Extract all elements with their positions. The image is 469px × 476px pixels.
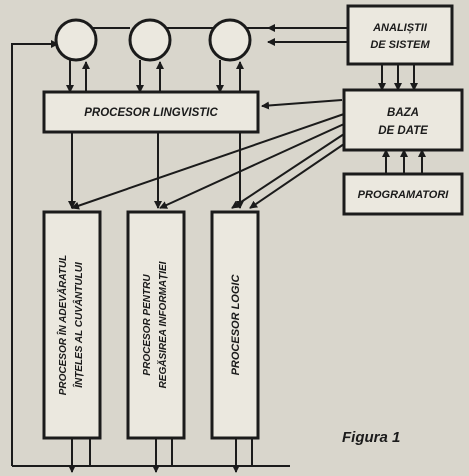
label-linguistic: PROCESOR LINGVISTIC [84, 107, 218, 119]
label-analysts-2: DE SISTEM [370, 39, 430, 51]
label-database-2: DE DATE [378, 125, 428, 137]
db-to-logic-line-b [249, 143, 345, 209]
box-retrieval [126, 210, 186, 440]
figure-caption: Figura 1 [342, 429, 400, 446]
connector-lines [11, 12, 453, 473]
diagram-boxes [42, 4, 464, 440]
circle-node-3 [208, 18, 252, 62]
sensor-circles [54, 18, 252, 62]
circle-node-2 [128, 18, 172, 62]
db-to-meaning-line [71, 113, 345, 210]
box-linguistic [42, 90, 260, 134]
label-retrieval-2: REGĂSIREA INFORMAȚIEI [156, 261, 169, 388]
box-programmers [342, 172, 464, 216]
box-meaning [42, 210, 102, 440]
box-database [342, 88, 464, 152]
label-retrieval-1: PROCESOR PENTRU [142, 274, 153, 376]
label-logic: PROCESOR LOGIC [230, 274, 242, 376]
label-meaning-2: ÎNȚELES AL CUVÂNTULUI [72, 262, 85, 388]
label-analysts-1: ANALIȘTII [372, 22, 428, 34]
box-analysts [346, 4, 454, 66]
circle-node-1 [54, 18, 98, 62]
db-to-logic-line-a [231, 133, 345, 209]
box-logic [210, 210, 260, 440]
db-to-retrieval-line [159, 123, 345, 209]
label-programmers: PROGRAMATORI [358, 189, 450, 201]
db-to-linguistic-line [261, 99, 343, 110]
label-database-1: BAZA [387, 107, 419, 119]
feedback-loop-line [11, 40, 59, 466]
label-meaning-1: PROCESOR ÎN ADEVĂRATUL [56, 255, 69, 396]
